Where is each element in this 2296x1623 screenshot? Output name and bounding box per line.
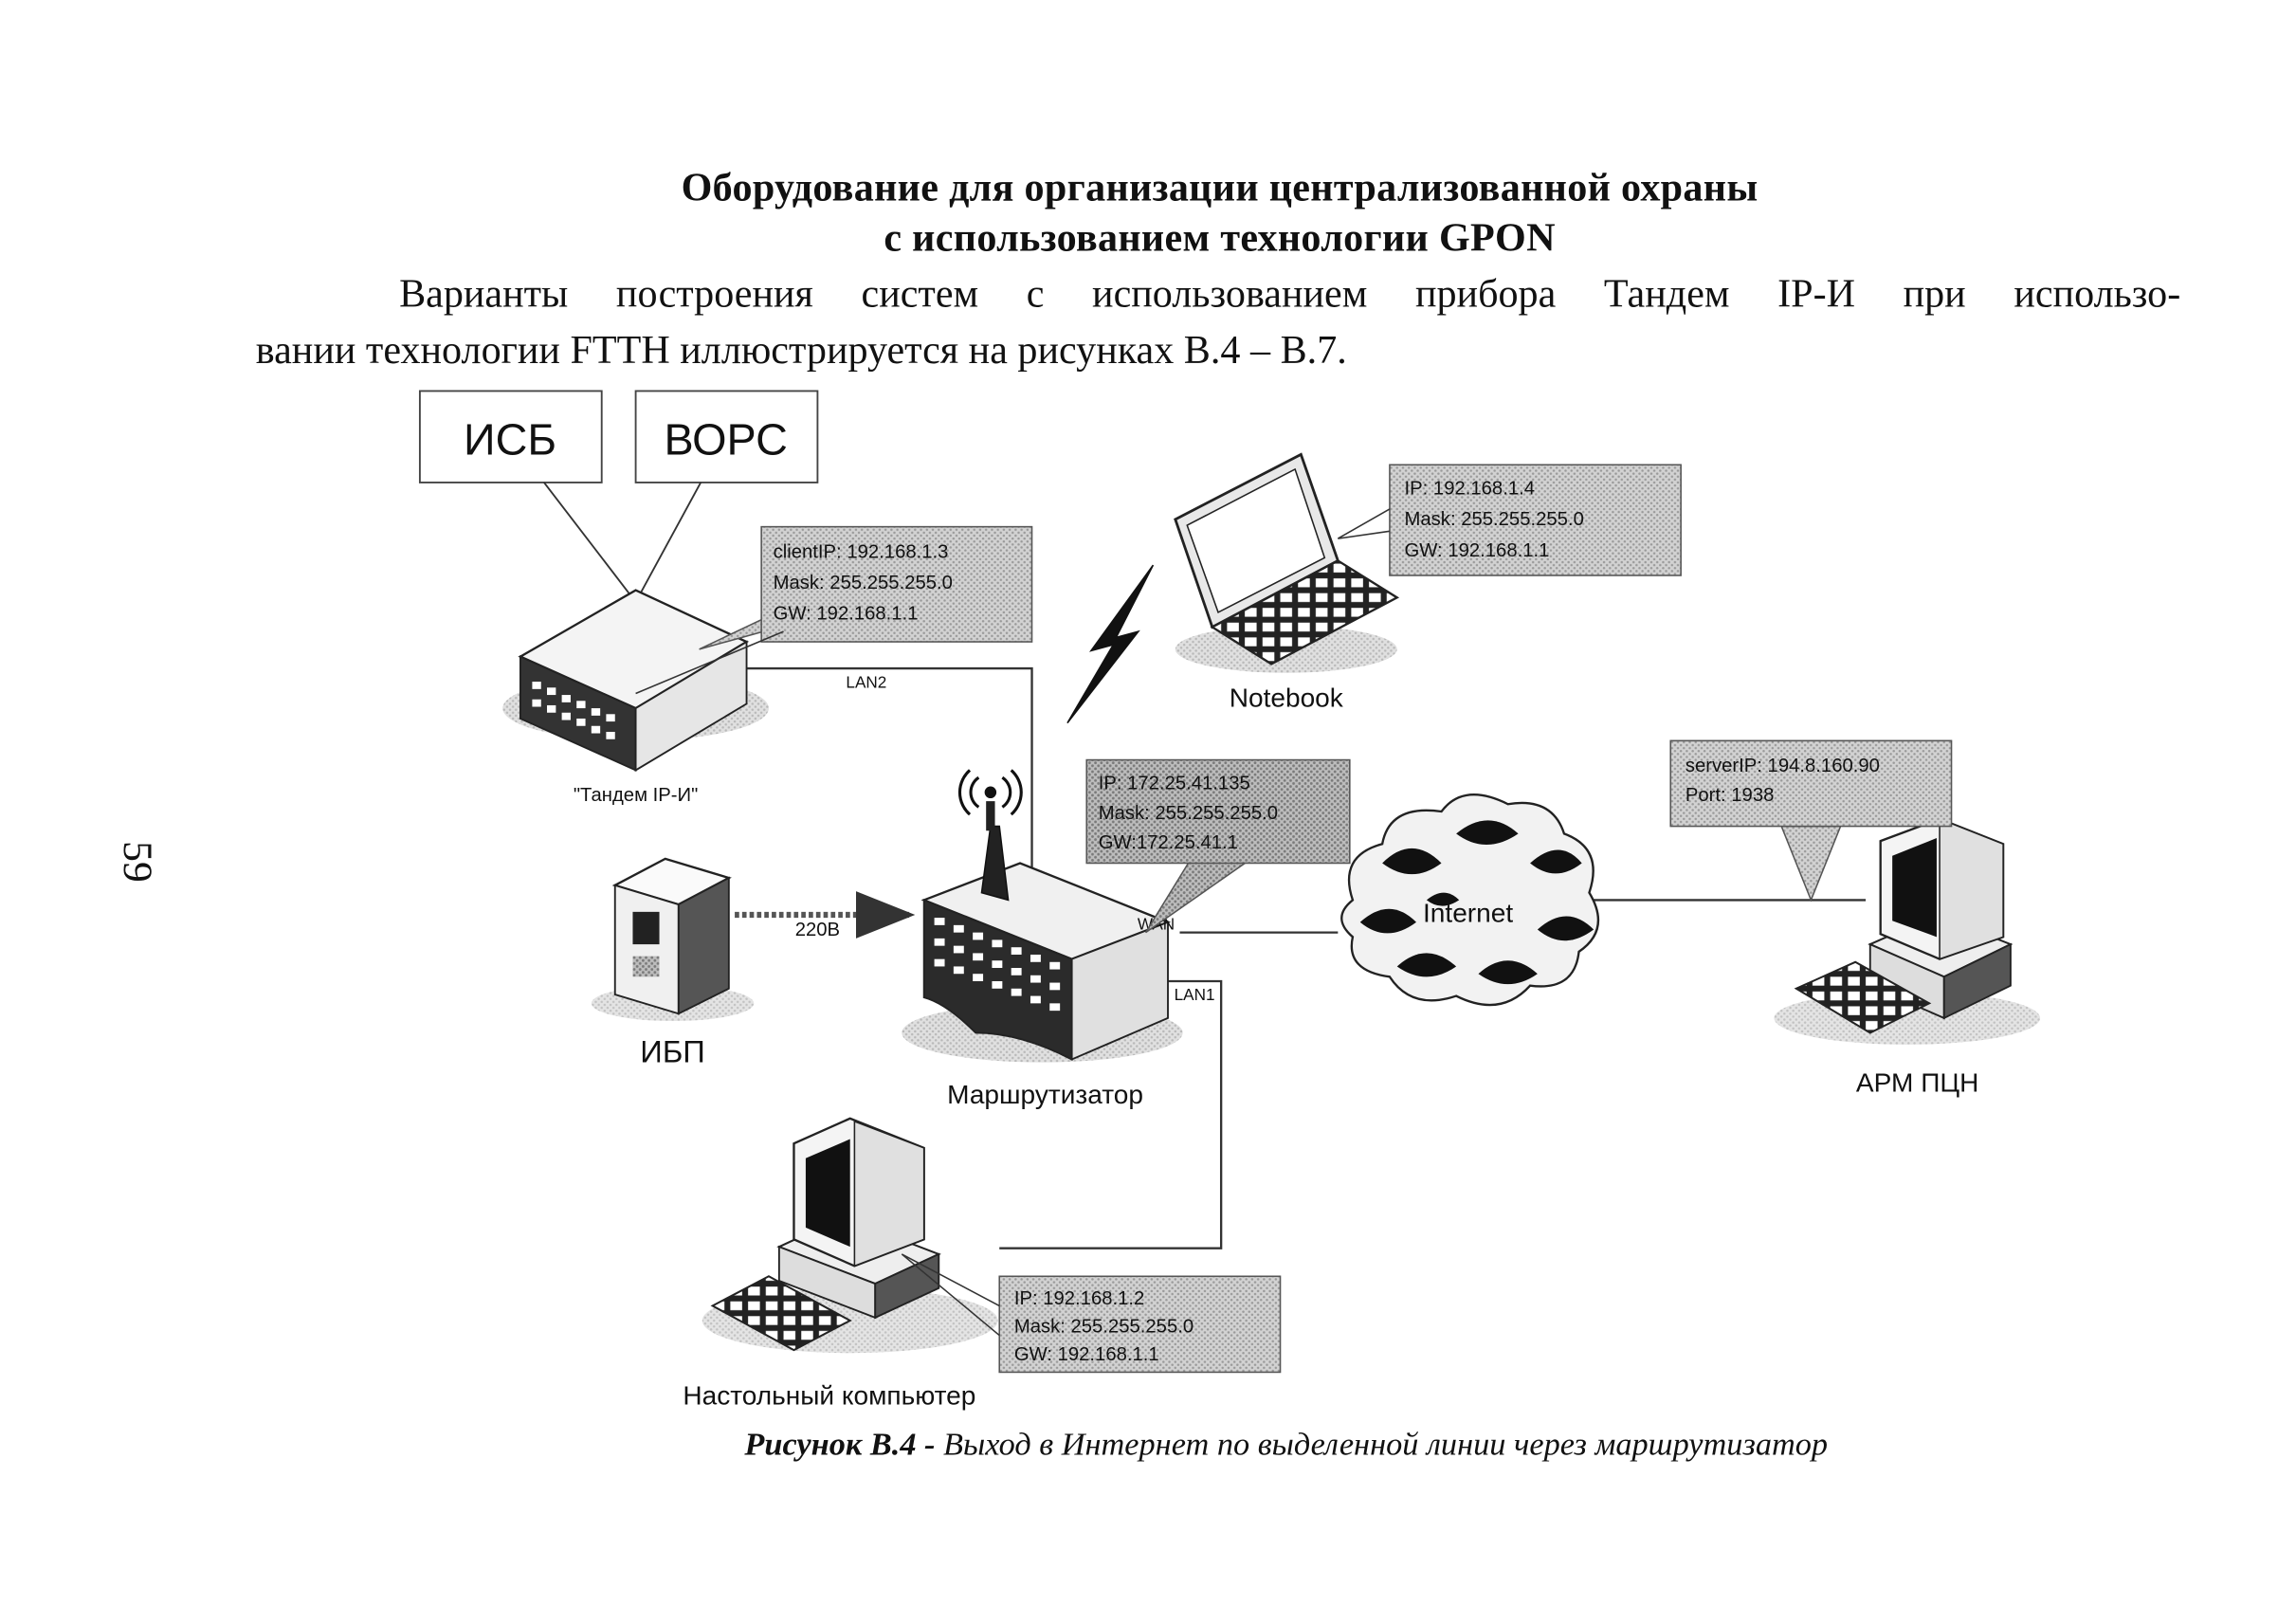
tandem-note-pointer — [635, 630, 784, 695]
lan1-label: LAN1 — [1175, 985, 1215, 1004]
tandem-label: "Тандем IP-И" — [574, 785, 698, 806]
notebook-note-line2: Mask: 255.255.255.0 — [1405, 509, 1584, 530]
notebook-note-line3: GW: 192.168.1.1 — [1405, 540, 1550, 561]
router-note-line2: Mask: 255.255.255.0 — [1099, 803, 1278, 824]
server-note-line2: Port: 1938 — [1686, 785, 1775, 806]
page-title-line1: Оборудование для организации централизов… — [681, 165, 1758, 210]
tandem-note: clientIP: 192.168.1.3 Mask: 255.255.255.… — [699, 525, 1033, 650]
desktop-note-line3: GW: 192.168.1.1 — [1014, 1344, 1159, 1365]
desktop-label: Настольный компьютер — [683, 1381, 975, 1411]
router-note: IP: 172.25.41.135 Mask: 255.255.255.0 GW… — [1085, 758, 1351, 934]
paragraph-line1: Варианты построения систем с использован… — [399, 271, 2181, 317]
cloud-icon: Internet — [1340, 793, 1600, 1007]
tandem-note-line1: clientIP: 192.168.1.3 — [774, 541, 949, 562]
router-label: Маршрутизатор — [947, 1080, 1143, 1109]
wireless-signal-icon — [957, 769, 1023, 816]
paragraph-line2: вании технологии FTTH иллюстрируется на … — [255, 327, 1347, 373]
desktop-note-pointer — [901, 1253, 1000, 1337]
caption-label: Рисунок В.4 - — [744, 1425, 936, 1463]
notebook-note-pointer — [1337, 508, 1391, 539]
isb-connector — [543, 482, 637, 603]
vors-connector — [634, 482, 702, 603]
arm-workstation: АРМ ПЦН — [1774, 817, 2041, 1098]
router-device: Маршрутизатор — [902, 801, 1183, 1109]
lightning-icon — [1066, 564, 1155, 724]
ups-device: ИБП — [591, 857, 755, 1069]
arm-label: АРМ ПЦН — [1856, 1068, 1978, 1098]
server-note-line1: serverIP: 194.8.160.90 — [1686, 756, 1880, 776]
desktop-note-line2: Mask: 255.255.255.0 — [1014, 1316, 1194, 1337]
page-title-line2: с использованием технологии GPON — [884, 215, 1556, 260]
notebook-note: IP: 192.168.1.4 Mask: 255.255.255.0 GW: … — [1389, 464, 1682, 576]
tandem-note-line3: GW: 192.168.1.1 — [774, 604, 919, 625]
tandem-note-line2: Mask: 255.255.255.0 — [774, 573, 953, 593]
tandem-device: "Тандем IP-И" — [502, 589, 769, 806]
desktop-note-line1: IP: 192.168.1.2 — [1014, 1288, 1145, 1309]
server-note: serverIP: 194.8.160.90 Port: 1938 — [1669, 739, 1953, 903]
router-note-line1: IP: 172.25.41.135 — [1099, 774, 1250, 794]
caption-text: Выход в Интернет по выделенной линии чер… — [943, 1425, 1829, 1463]
power-label: 220В — [795, 920, 840, 940]
isb-box: ИСБ — [418, 390, 603, 483]
vors-box: ВОРС — [634, 390, 819, 483]
ups-label: ИБП — [640, 1034, 705, 1069]
vors-label: ВОРС — [664, 414, 787, 464]
internet-label: Internet — [1423, 899, 1513, 928]
figure-caption: Рисунок В.4 - Выход в Интернет по выделе… — [0, 1425, 2296, 1463]
notebook-note-line1: IP: 192.168.1.4 — [1405, 478, 1536, 499]
router-note-line3: GW:172.25.41.1 — [1099, 832, 1238, 853]
lan1-link — [999, 979, 1223, 1249]
notebook-device: Notebook — [1174, 452, 1400, 713]
desktop-note: IP: 192.168.1.2 Mask: 255.255.255.0 GW: … — [998, 1275, 1282, 1374]
isb-label: ИСБ — [464, 414, 556, 464]
desktop-computer: Настольный компьютер — [683, 1117, 998, 1411]
lan2-label: LAN2 — [846, 672, 886, 691]
notebook-label: Notebook — [1230, 684, 1344, 713]
